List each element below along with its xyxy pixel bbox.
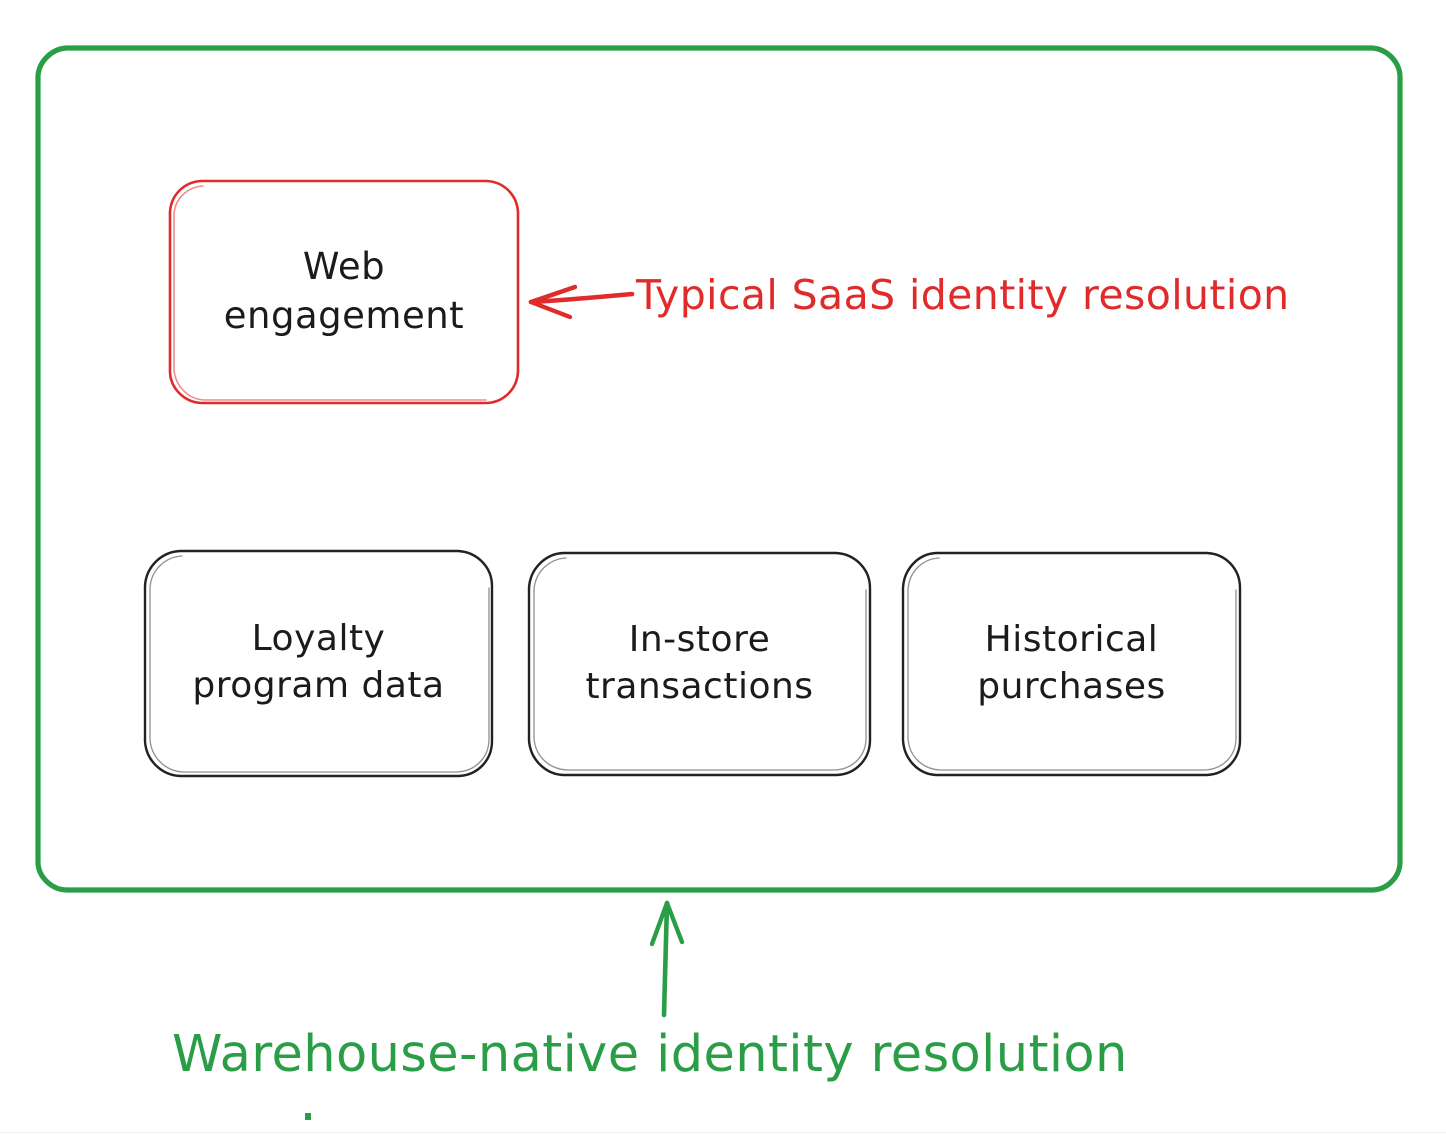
bottom-speckle-texture bbox=[0, 1132, 1446, 1133]
node-in-store-transactions[interactable]: In-store transactions bbox=[529, 552, 870, 775]
node-web-engagement[interactable]: Web engagement bbox=[170, 180, 518, 403]
node-loyalty-program-data-line2: program data bbox=[192, 665, 445, 706]
annotation-typical-saas: Typical SaaS identity resolution bbox=[636, 271, 1290, 319]
node-in-store-transactions-line1: In-store bbox=[628, 618, 771, 660]
node-loyalty-program-data-line1: Loyalty bbox=[251, 618, 386, 660]
node-historical-purchases-line2: purchases bbox=[977, 665, 1166, 707]
node-in-store-transactions-line2: transactions bbox=[585, 665, 814, 707]
typical-saas-arrow-icon bbox=[528, 284, 635, 320]
node-web-engagement-line2: engagement bbox=[223, 293, 465, 337]
annotation-warehouse-native: Warehouse-native identity resolution bbox=[172, 1025, 1128, 1084]
warehouse-native-arrow-icon bbox=[649, 900, 685, 1018]
node-web-engagement-line1: Web bbox=[302, 245, 386, 289]
stray-green-mark bbox=[305, 1113, 311, 1120]
node-historical-purchases[interactable]: Historical purchases bbox=[903, 552, 1240, 775]
node-historical-purchases-line1: Historical bbox=[984, 618, 1159, 660]
node-loyalty-program-data[interactable]: Loyalty program data bbox=[145, 550, 492, 776]
